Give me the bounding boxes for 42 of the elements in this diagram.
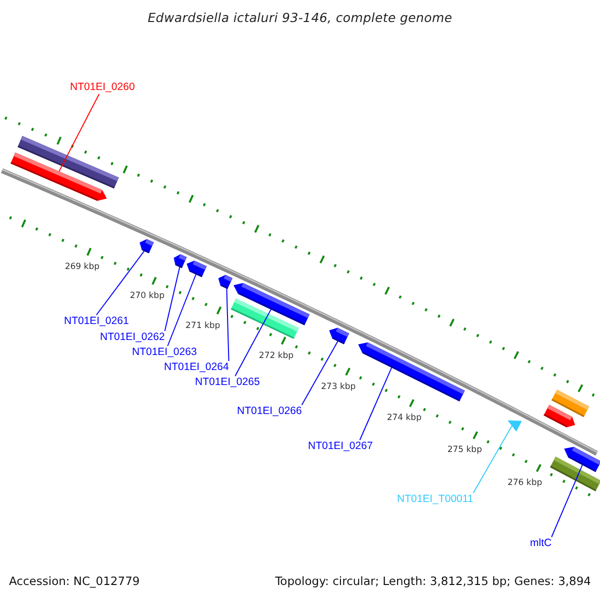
leader-line: [234, 308, 272, 376]
leader-line: [164, 266, 180, 332]
tick-label: 269 kbp: [64, 262, 100, 272]
gene-label: NT01EI_0261: [64, 315, 129, 328]
gene-marker: [218, 274, 233, 290]
leader-line: [58, 94, 100, 172]
gene-label: NT01EI_0266: [237, 405, 302, 418]
gene-label: mltC: [530, 537, 552, 550]
triangle-marker: [508, 420, 522, 432]
gene-label: NT01EI_0263: [132, 346, 197, 359]
tick-label: 274 kbp: [386, 413, 422, 424]
gene-marker: [186, 260, 207, 278]
gene-bar: [10, 152, 107, 201]
tick-label: 275 kbp: [447, 445, 482, 456]
tick-label: 270 kbp: [130, 291, 164, 302]
tick-label: 272 kbp: [258, 351, 294, 362]
leader-line: [551, 464, 583, 538]
gene-marker: [174, 254, 187, 268]
gene-label: NT01EI_0262: [100, 331, 165, 344]
gene-label: NT01EI_0260: [70, 81, 135, 94]
feature-bar: [550, 456, 600, 492]
leader-line: [472, 425, 512, 494]
tick-label: 276 kbp: [508, 478, 542, 488]
tick-label: 271 kbp: [186, 320, 220, 331]
map-title: Edwardsiella ictaluri 93-146, complete genome: [148, 10, 452, 26]
accession-text: Accession: NC_012779: [9, 574, 140, 588]
gene-marker: [140, 239, 154, 254]
leader-line: [301, 340, 338, 406]
feature-bar: [230, 298, 299, 339]
leader-line: [96, 250, 145, 316]
tick-label: 273 kbp: [321, 382, 356, 392]
leader-line: [359, 367, 392, 440]
gene-bar: [358, 342, 465, 402]
leader-line: [226, 288, 230, 362]
gene-label: NT01EI_0264: [164, 361, 229, 374]
gene-label: NT01EI_0267: [308, 440, 373, 453]
genome-summary-text: Topology: circular; Length: 3,812,315 bp; Genes: 3,894: [275, 574, 591, 588]
gene-bar: [544, 404, 576, 428]
leader-line: [167, 274, 196, 346]
gene-marker: [329, 328, 350, 344]
gene-label: NT01EI_0265: [195, 376, 260, 389]
gene-label: NT01EI_T00011: [397, 493, 474, 506]
